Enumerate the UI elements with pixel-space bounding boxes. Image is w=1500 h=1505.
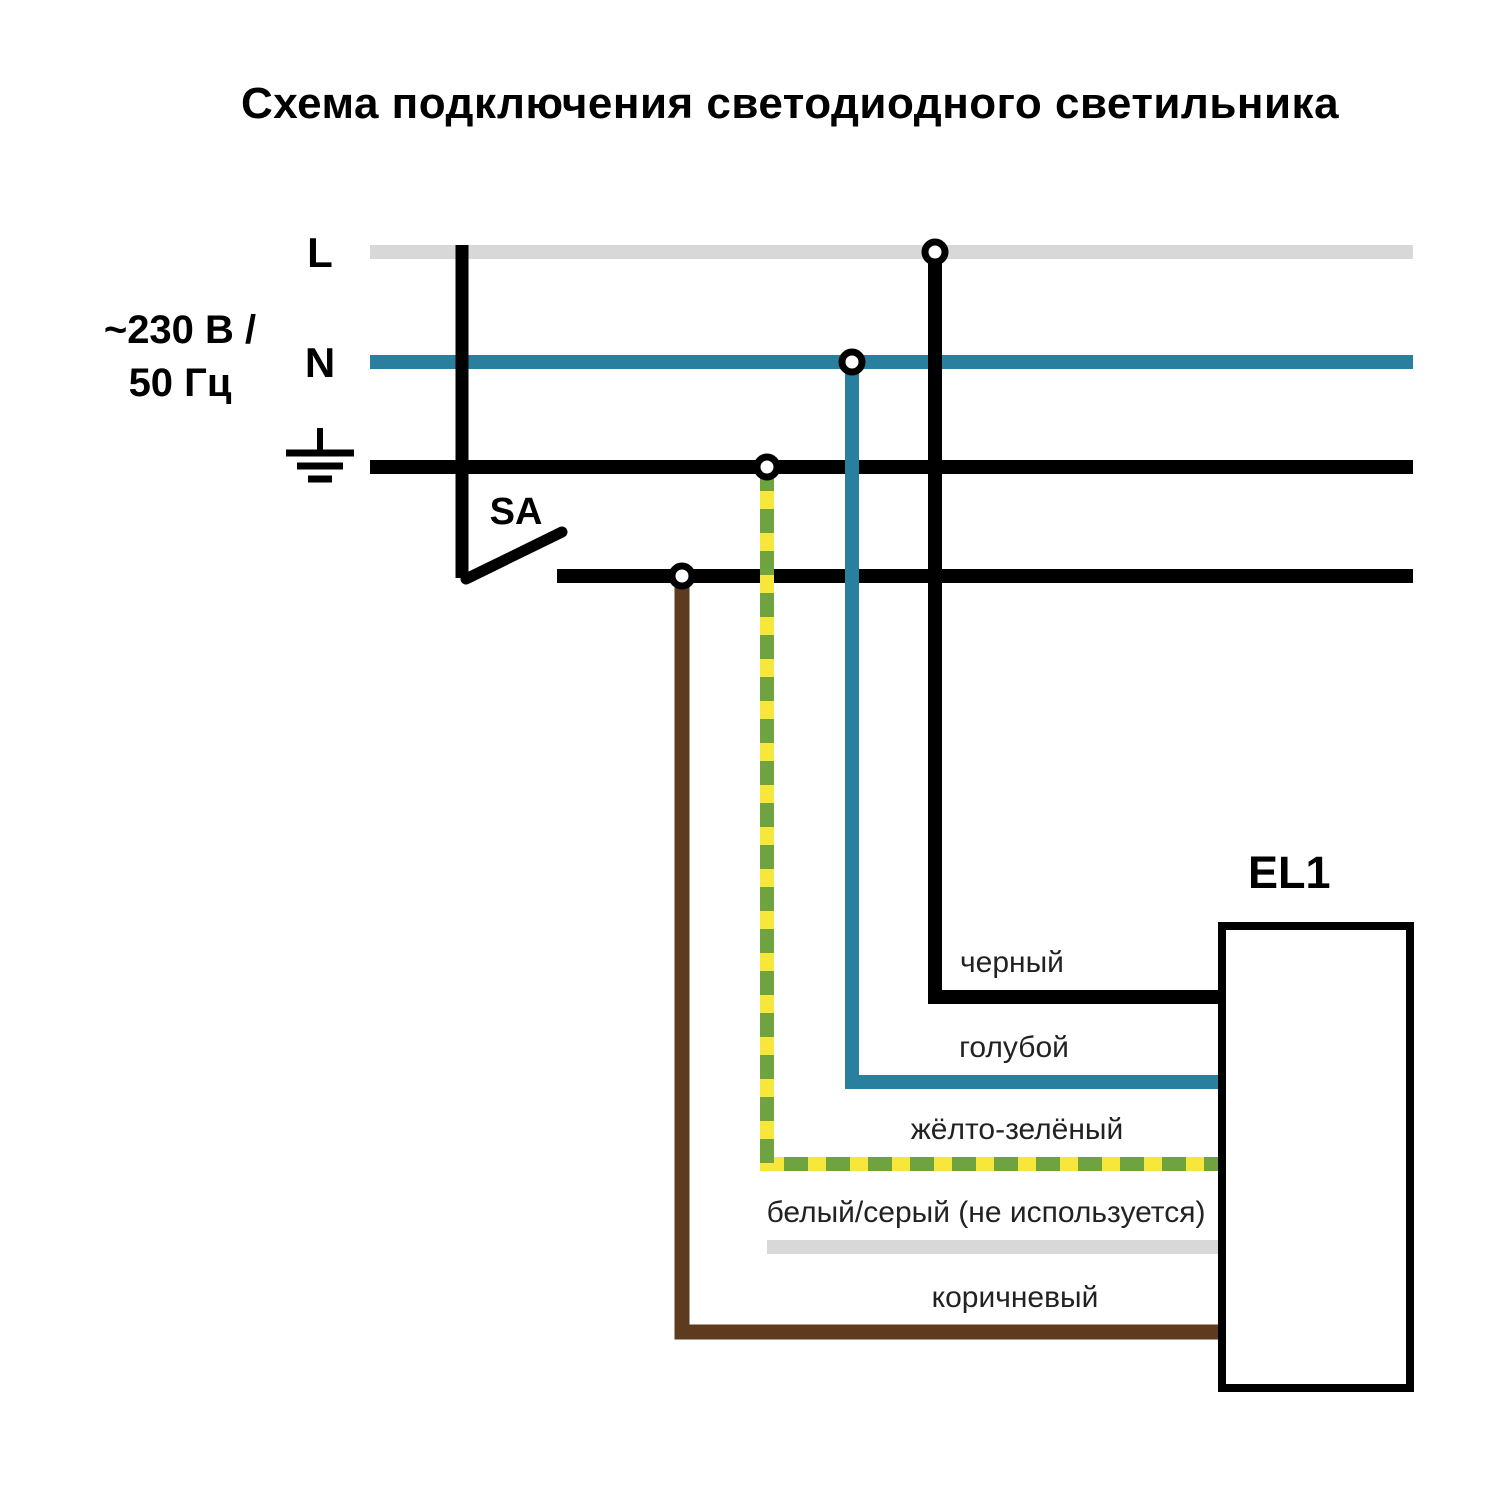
wire-black (928, 252, 1230, 1004)
diagram-title: Схема подключения светодиодного светильн… (241, 79, 1339, 128)
earth-symbol (286, 428, 354, 483)
wire-label-black: черный (960, 946, 1064, 979)
switch-blade (460, 526, 568, 585)
wire-label-brown: коричневый (932, 1281, 1099, 1314)
voltage-label-line2: 50 Гц (129, 361, 232, 405)
voltage-label-line1: ~230 В / (104, 308, 256, 352)
junction-dot-phase (921, 238, 949, 266)
junction-dot-neutral (838, 348, 866, 376)
wire-brown (674, 576, 1230, 1340)
wire-label-white-gray: белый/серый (не используется) (767, 1196, 1206, 1229)
wire-label-blue: голубой (959, 1031, 1069, 1064)
neutral-label: N (305, 339, 335, 386)
luminaire-label: EL1 (1248, 847, 1331, 898)
wire-label-yellow-green: жёлто-зелёный (911, 1113, 1124, 1146)
switch-label: SA (490, 491, 543, 533)
junction-dot-earth (753, 453, 781, 481)
luminaire-box (1218, 922, 1414, 1392)
junction-dot-switched (668, 562, 696, 590)
wire-blue (845, 362, 1230, 1089)
wire-yellow-green-dashes (760, 467, 1230, 1171)
phase-label: L (307, 229, 333, 276)
